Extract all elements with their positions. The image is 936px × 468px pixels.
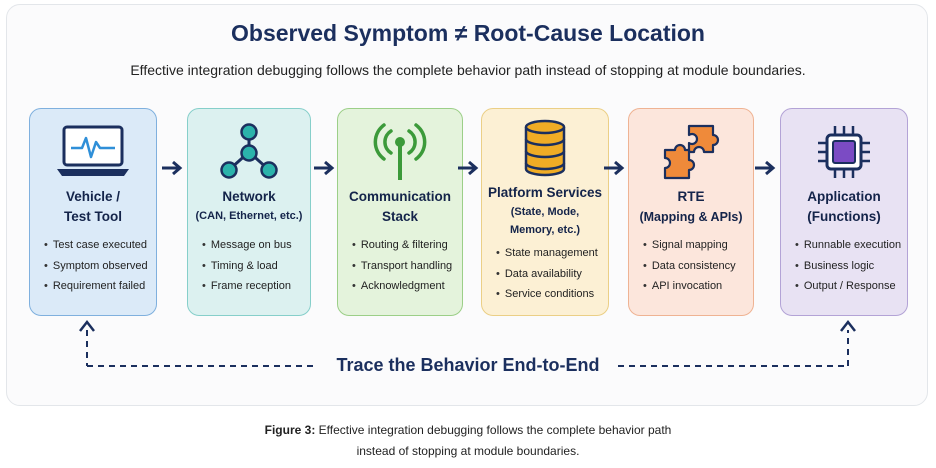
up-arrow-icon [79, 319, 95, 332]
card-network: Network (CAN, Ethernet, etc.) Message on… [187, 108, 311, 316]
list-item: Transport handling [352, 256, 452, 277]
card-title: Platform Services [487, 185, 603, 200]
list-item: Business logic [795, 256, 901, 277]
list-item: API invocation [643, 276, 736, 297]
card-subtitle: (CAN, Ethernet, etc.) [195, 210, 303, 222]
card-title: RTE [677, 189, 705, 204]
list-item: Requirement failed [44, 276, 148, 297]
list-item: Signal mapping [643, 235, 736, 256]
card-platform-services: Platform Services (State, Mode, Memory, … [481, 108, 609, 316]
card-heading: Communication Stack [338, 187, 462, 227]
right-arrow-icon [604, 160, 625, 176]
card-vehicle-test-tool: Vehicle / Test Tool Test case executed S… [29, 108, 157, 316]
card-bullet-list: Test case executed Symptom observed Requ… [30, 235, 148, 297]
card-title: Communication [348, 189, 451, 204]
up-arrow-icon [840, 319, 856, 332]
list-item: Routing & filtering [352, 235, 452, 256]
card-title: Application [807, 189, 881, 204]
chip-icon [781, 121, 907, 183]
list-item: Test case executed [44, 235, 148, 256]
right-arrow-icon [314, 160, 335, 176]
card-title-line2: Stack [381, 209, 419, 224]
list-item: Data availability [496, 264, 598, 285]
card-rte: RTE (Mapping & APIs) Signal mapping Data… [628, 108, 754, 316]
card-heading: Application (Functions) [781, 187, 907, 227]
puzzle-icon [629, 121, 753, 183]
diagram-panel [6, 4, 928, 406]
card-heading: Platform Services (State, Mode, Memory, … [482, 183, 608, 239]
list-item: Data consistency [643, 256, 736, 277]
card-title: Vehicle / [65, 189, 121, 204]
card-title-line2: (Functions) [807, 209, 881, 224]
caption-line1: Effective integration debugging follows … [318, 423, 672, 437]
right-arrow-icon [755, 160, 776, 176]
network-nodes-icon [188, 121, 310, 183]
right-arrow-icon [458, 160, 479, 176]
database-icon [482, 117, 608, 179]
list-item: Frame reception [202, 276, 292, 297]
list-item: State management [496, 243, 598, 264]
list-item: Message on bus [202, 235, 292, 256]
card-heading: RTE (Mapping & APIs) [629, 187, 753, 227]
antenna-icon [338, 121, 462, 183]
list-item: Acknowledgment [352, 276, 452, 297]
laptop-heartbeat-icon [30, 121, 156, 183]
card-subtitle-line2: Memory, etc.) [509, 224, 581, 236]
card-title-line2: Test Tool [64, 209, 122, 224]
trace-label: Trace the Behavior End-to-End [336, 355, 600, 375]
list-item: Runnable execution [795, 235, 901, 256]
card-subtitle: (Mapping & APIs) [639, 210, 743, 224]
right-arrow-icon [162, 160, 183, 176]
card-subtitle: (State, Mode, [510, 206, 580, 218]
card-communication-stack: Communication Stack Routing & filtering … [337, 108, 463, 316]
figure-caption: Figure 3: Effective integration debuggin… [0, 420, 936, 462]
list-item: Symptom observed [44, 256, 148, 277]
card-bullet-list: State management Data availability Servi… [482, 243, 598, 305]
card-title: Network [222, 189, 276, 204]
caption-label: Figure 3: [264, 423, 316, 437]
caption-line2: instead of stopping at module boundaries… [356, 444, 580, 458]
card-bullet-list: Routing & filtering Transport handling A… [338, 235, 452, 297]
card-bullet-list: Message on bus Timing & load Frame recep… [188, 235, 292, 297]
list-item: Service conditions [496, 284, 598, 305]
diagram-title: Observed Symptom ≠ Root-Cause Location [231, 20, 705, 46]
list-item: Output / Response [795, 276, 901, 297]
diagram-subtitle: Effective integration debugging follows … [130, 62, 806, 78]
card-bullet-list: Signal mapping Data consistency API invo… [629, 235, 736, 297]
card-application: Application (Functions) Runnable executi… [780, 108, 908, 316]
list-item: Timing & load [202, 256, 292, 277]
card-heading: Network (CAN, Ethernet, etc.) [188, 187, 310, 225]
card-heading: Vehicle / Test Tool [30, 187, 156, 227]
card-bullet-list: Runnable execution Business logic Output… [781, 235, 901, 297]
